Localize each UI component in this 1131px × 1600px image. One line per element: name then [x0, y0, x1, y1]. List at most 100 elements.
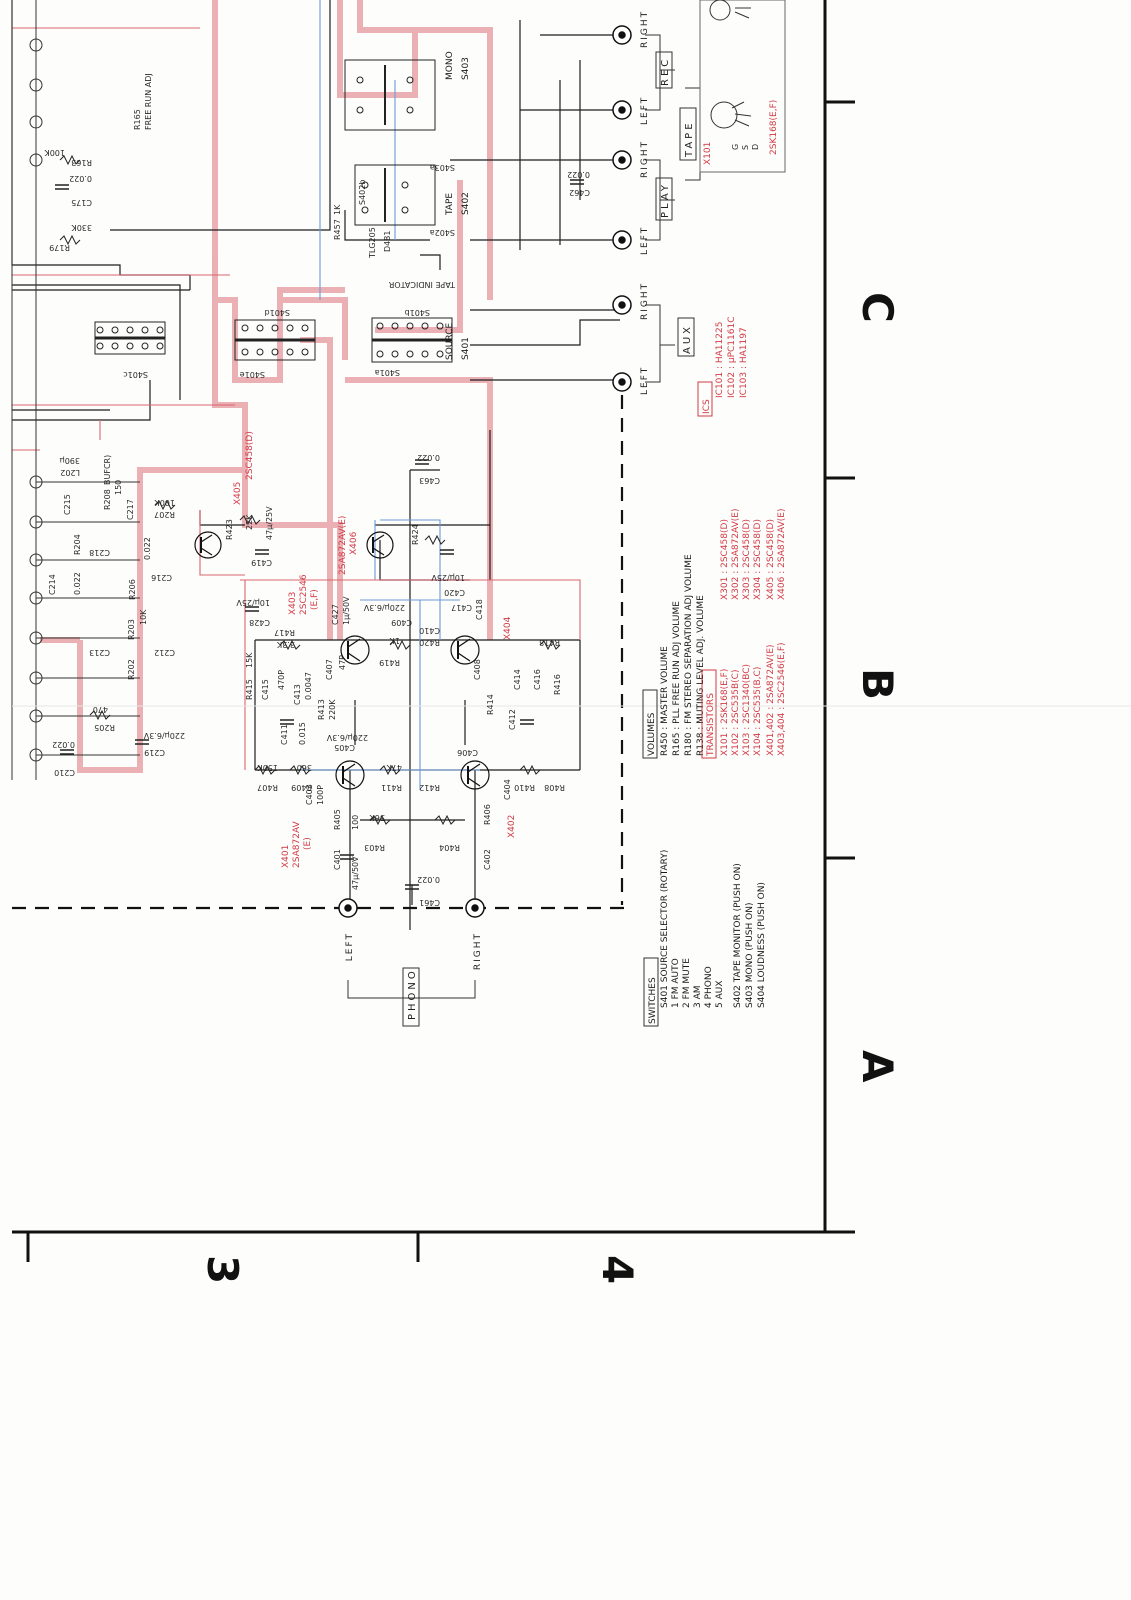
c420-label: C420 — [444, 588, 465, 597]
r423-label: R423 — [225, 519, 234, 540]
play-box — [655, 177, 673, 221]
r165-label: R165 — [133, 109, 142, 130]
c411-label: C411 — [280, 724, 289, 745]
s403-label: S403 — [461, 57, 471, 80]
r415-value: 15K — [245, 652, 254, 668]
x401-label: X401 — [281, 845, 291, 868]
c463-label: C463 — [419, 476, 440, 485]
s402-label: S402 — [461, 192, 471, 215]
c210-value: 0.022 — [52, 740, 75, 749]
transistor-x405 — [194, 531, 222, 559]
c428-label: C428 — [249, 618, 270, 627]
r424-label: R424 — [411, 524, 420, 545]
inset-x101-label: X101 — [703, 142, 713, 165]
tape-label: TAPE — [684, 120, 695, 158]
switch-line-2: 1 FM AUTO — [671, 958, 681, 1008]
c403-value: 100P — [316, 785, 325, 805]
switch-line-6: 5 AUX — [715, 981, 725, 1009]
r423-value: 22K — [245, 514, 254, 530]
grid-letter-b: B — [853, 668, 902, 700]
play-right-label: RIGHT — [640, 140, 650, 178]
d481-label: D481 — [383, 231, 392, 252]
x402-label: X402 — [507, 815, 517, 838]
ic-line-3: IC103 : HA1197 — [739, 327, 749, 398]
source-switch-label: SOURCE — [445, 323, 455, 360]
inset-pin-d: D — [751, 144, 760, 150]
volume-line-4: R138 : MUTING LEVEL ADJ. VOLUME — [696, 595, 706, 756]
x405-type-label: 2SC458(D) — [245, 431, 255, 480]
r403-label: R403 — [364, 843, 385, 852]
c462-label: C462 — [569, 188, 590, 197]
transistor-col2-4: X304 : 2SC458(D) — [753, 519, 763, 600]
transistor-x403 — [340, 635, 370, 665]
c175-label: C175 — [71, 198, 92, 207]
transistor-x404 — [450, 635, 480, 665]
c414-label: C414 — [513, 669, 522, 690]
c411-value: 0.015 — [298, 722, 307, 745]
switch-line-3: 2 FM MUTE — [682, 958, 692, 1008]
aux-label: AUX — [682, 324, 693, 354]
s402b-label: S402b — [358, 180, 367, 205]
x406-type-label: 2SA872AV(E) — [338, 516, 348, 575]
c427-label: C427 — [331, 604, 340, 625]
c406-label: C406 — [457, 748, 478, 757]
s401-label: S401 — [461, 337, 471, 360]
r179-label: R179 — [49, 243, 70, 252]
volume-line-1: R450 : MASTER VOLUME — [660, 646, 670, 756]
r415-label: R415 — [245, 679, 254, 700]
c420-value: 10μ/25V — [431, 573, 465, 582]
tape-indicator-label: TAPE INDICATOR — [388, 280, 456, 289]
r420-value: 1K — [389, 636, 400, 645]
r405-value: 100 — [351, 815, 360, 830]
r414-label: R414 — [486, 694, 495, 715]
phono-right-label: RIGHT — [473, 932, 483, 970]
s401e-label: S401e — [240, 370, 265, 379]
r405-label: R405 — [333, 809, 342, 830]
c405-value: 220μ/6.3V — [326, 733, 368, 742]
aux-left-label: LEFT — [640, 366, 650, 395]
r409-value: 360 — [297, 763, 312, 772]
c413-value: 0.0047 — [304, 672, 313, 700]
r403-value: 56K — [369, 813, 385, 822]
c401-value: 47μ/50V — [351, 856, 360, 890]
ic-line-1: IC101 : HA11225 — [715, 322, 725, 398]
r416-label: R416 — [553, 674, 562, 695]
terminal-column — [11, 0, 140, 780]
page-frame — [12, 0, 855, 1262]
r412-label: R412 — [419, 783, 440, 792]
x406-label: X406 — [349, 531, 359, 555]
transistor-col2-6: X405 : 2SC458(D) — [766, 519, 776, 600]
r408-label: R408 — [544, 783, 565, 792]
r413-value: 220K — [328, 699, 337, 720]
r205-label: R205 — [94, 723, 115, 732]
r208-label: R208 — [103, 489, 112, 510]
r418-label: R418 — [539, 638, 560, 647]
r407-label: R407 — [257, 783, 278, 792]
r413-label: R413 — [317, 699, 326, 720]
c463-value: 0.022 — [417, 453, 440, 462]
rec-label: REC — [660, 57, 671, 86]
tape-box — [679, 107, 697, 161]
phono-box — [402, 967, 420, 1027]
s401d-label: S401d — [265, 308, 290, 317]
switch-line-1: S401 SOURCE SELECTOR (ROTARY) — [660, 850, 670, 1008]
component-labels: R165 FREE RUN ADJ R179 330K C175 0.022 R… — [44, 73, 590, 907]
c213-label: C213 — [89, 648, 110, 657]
port-brackets — [347, 34, 701, 999]
phono-jacks — [338, 898, 485, 918]
inset-pin-s: S — [741, 145, 750, 150]
r203-label: R203 — [127, 619, 136, 640]
legend-transistors: TRANSISTORS X101 : 2SK168(E,F) X102 : 2S… — [701, 509, 787, 759]
s401c-label: S401c — [123, 370, 148, 379]
c214-label: C214 — [48, 574, 57, 595]
r205-value: 470 — [93, 705, 108, 714]
rec-left-label: LEFT — [640, 96, 650, 125]
c415-label: C415 — [261, 679, 270, 700]
r202-label: R202 — [127, 659, 136, 680]
switches-title: SWITCHES — [648, 977, 658, 1024]
transistor-col2-7: X406 : 2SA872AV(E) — [777, 509, 787, 601]
transistor-col1-1: X101 : 2SK168(E,F) — [720, 669, 730, 756]
transistor-col1-2: X102 : 2SC535B(C) — [731, 670, 741, 756]
